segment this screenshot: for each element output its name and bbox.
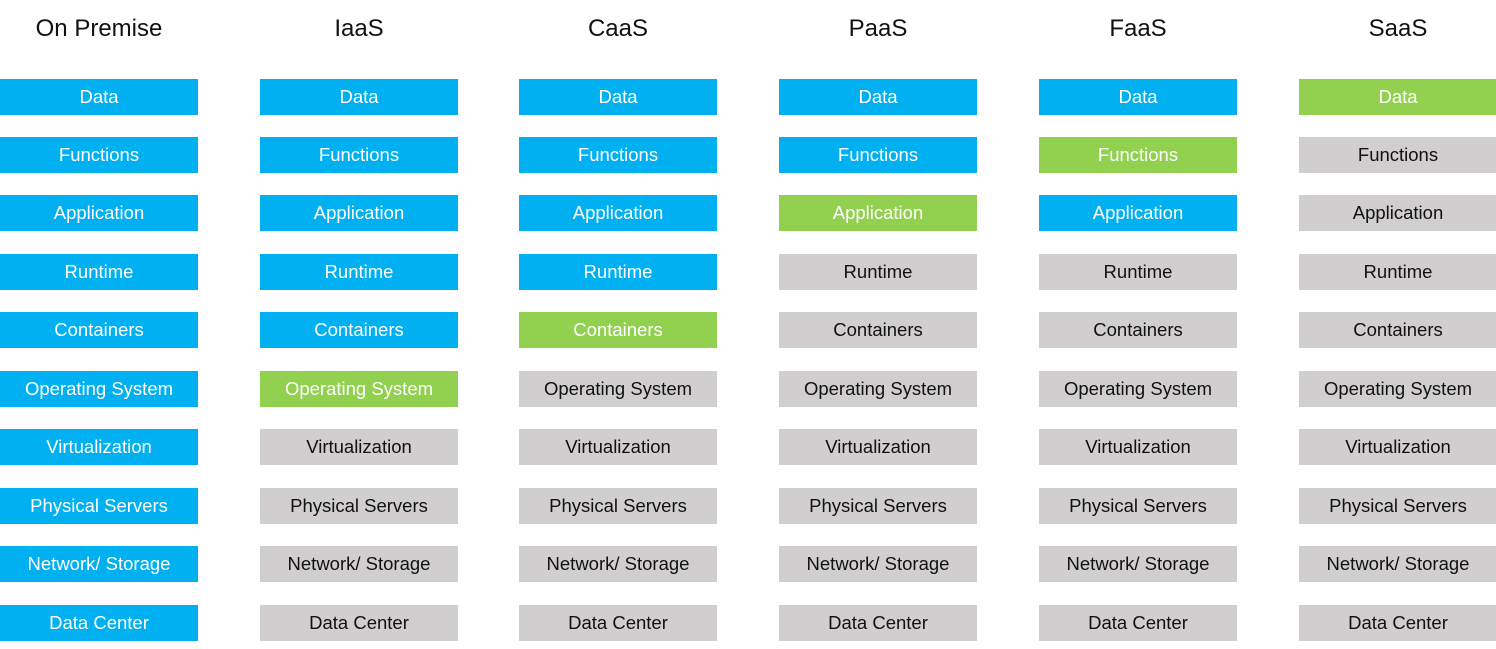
layer-containers: Containers <box>1299 312 1496 348</box>
layer-physical-servers: Physical Servers <box>0 488 198 524</box>
layer-physical-servers: Physical Servers <box>260 488 458 524</box>
layer-functions: Functions <box>779 137 977 173</box>
layer-data: Data <box>0 79 198 115</box>
layer-runtime: Runtime <box>260 254 458 290</box>
layer-functions: Functions <box>1039 137 1237 173</box>
layer-virtualization: Virtualization <box>519 429 717 465</box>
layer-physical-servers: Physical Servers <box>779 488 977 524</box>
layer-runtime: Runtime <box>0 254 198 290</box>
layer-data-center: Data Center <box>779 605 977 641</box>
layer-runtime: Runtime <box>1299 254 1496 290</box>
layer-network-storage: Network/ Storage <box>519 546 717 582</box>
layer-data-center: Data Center <box>0 605 198 641</box>
layer-operating-system: Operating System <box>0 371 198 407</box>
column-title: PaaS <box>848 15 908 42</box>
layer-operating-system: Operating System <box>779 371 977 407</box>
layer-application: Application <box>1299 195 1496 231</box>
layer-containers: Containers <box>519 312 717 348</box>
layer-data-center: Data Center <box>519 605 717 641</box>
column-title: FaaS <box>1109 15 1167 42</box>
layer-application: Application <box>779 195 977 231</box>
layer-virtualization: Virtualization <box>0 429 198 465</box>
layer-data: Data <box>1039 79 1237 115</box>
layer-functions: Functions <box>260 137 458 173</box>
layer-runtime: Runtime <box>779 254 977 290</box>
layer-application: Application <box>1039 195 1237 231</box>
layer-operating-system: Operating System <box>519 371 717 407</box>
layer-runtime: Runtime <box>1039 254 1237 290</box>
layer-application: Application <box>260 195 458 231</box>
layer-physical-servers: Physical Servers <box>1039 488 1237 524</box>
layer-operating-system: Operating System <box>260 371 458 407</box>
layer-data: Data <box>260 79 458 115</box>
layer-network-storage: Network/ Storage <box>260 546 458 582</box>
layer-data-center: Data Center <box>1299 605 1496 641</box>
layer-virtualization: Virtualization <box>260 429 458 465</box>
layer-application: Application <box>0 195 198 231</box>
layer-application: Application <box>519 195 717 231</box>
layer-containers: Containers <box>0 312 198 348</box>
layer-containers: Containers <box>779 312 977 348</box>
layer-network-storage: Network/ Storage <box>0 546 198 582</box>
layer-containers: Containers <box>260 312 458 348</box>
layer-containers: Containers <box>1039 312 1237 348</box>
layer-network-storage: Network/ Storage <box>779 546 977 582</box>
layer-virtualization: Virtualization <box>1039 429 1237 465</box>
column-title: SaaS <box>1368 15 1428 42</box>
layer-physical-servers: Physical Servers <box>519 488 717 524</box>
layer-functions: Functions <box>0 137 198 173</box>
layer-operating-system: Operating System <box>1039 371 1237 407</box>
layer-virtualization: Virtualization <box>779 429 977 465</box>
column-title: IaaS <box>334 15 384 42</box>
column-title: CaaS <box>587 15 649 42</box>
layer-data-center: Data Center <box>260 605 458 641</box>
layer-data: Data <box>1299 79 1496 115</box>
layer-operating-system: Operating System <box>1299 371 1496 407</box>
layer-physical-servers: Physical Servers <box>1299 488 1496 524</box>
layer-runtime: Runtime <box>519 254 717 290</box>
layer-network-storage: Network/ Storage <box>1039 546 1237 582</box>
layer-functions: Functions <box>519 137 717 173</box>
layer-network-storage: Network/ Storage <box>1299 546 1496 582</box>
column-title: On Premise <box>35 15 163 42</box>
layer-functions: Functions <box>1299 137 1496 173</box>
layer-data: Data <box>779 79 977 115</box>
layer-virtualization: Virtualization <box>1299 429 1496 465</box>
layer-data-center: Data Center <box>1039 605 1237 641</box>
layer-data: Data <box>519 79 717 115</box>
